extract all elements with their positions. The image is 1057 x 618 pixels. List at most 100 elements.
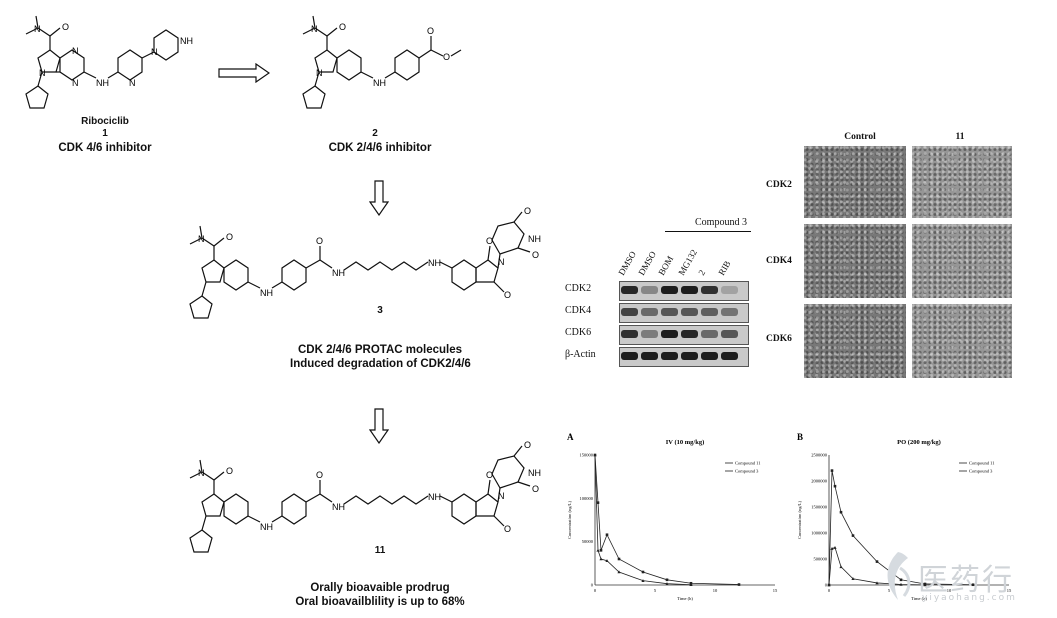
blot-lane-label: 2: [696, 268, 708, 277]
chart-data-point: [851, 577, 855, 581]
linker-amide-oxygen: O: [316, 236, 323, 246]
phthalimide-nitrogen: N: [498, 491, 505, 501]
chart-data-point: [665, 578, 669, 582]
blot-band: [621, 286, 638, 294]
chart-legend-label: Compound 3: [969, 469, 993, 474]
amide-oxygen: O: [62, 22, 69, 32]
glutarimide-oxygen: O: [524, 206, 531, 216]
chart-data-point: [641, 570, 645, 574]
chart-data-point: [833, 545, 837, 549]
chart-data-point: [827, 583, 831, 587]
ihc-tissue-image: [804, 224, 906, 298]
chart-legend-label: Compound 11: [735, 461, 760, 466]
ihc-tissue-image: [804, 146, 906, 218]
amine-nh: NH: [260, 522, 273, 532]
amine-nh: NH: [260, 288, 273, 298]
glutarimide-oxygen-2: O: [532, 484, 539, 494]
pyrimidine-nitrogen: N: [72, 46, 79, 56]
chart-x-tick-label: 10: [947, 588, 952, 593]
chart-data-point: [605, 559, 609, 563]
chart-y-tick-label: 150000: [580, 453, 594, 458]
chart-x-tick-label: 15: [773, 588, 778, 593]
linker-amide-oxygen: O: [316, 470, 323, 480]
chart-x-tick-label: 10: [713, 588, 718, 593]
hollow-down-arrow-icon: [369, 180, 389, 216]
blot-band: [661, 330, 678, 338]
chart-data-point: [830, 547, 834, 550]
chart-data-point: [599, 557, 603, 561]
chart-series-line: [594, 454, 740, 585]
blot-band: [681, 308, 698, 316]
compound-11-caption-line2: Oral bioavailblility is up to 68%: [295, 596, 465, 608]
aniline-nh: NH: [428, 258, 441, 268]
phthalimide-oxygen-2: O: [504, 290, 511, 300]
blot-band: [701, 308, 718, 316]
chart-y-tick-label: 1000000: [811, 531, 828, 536]
chart-data-point: [665, 582, 669, 585]
amide-oxygen: O: [226, 466, 233, 476]
chart-x-axis-label: Time (h): [911, 596, 927, 601]
chart-x-tick-label: 15: [1007, 588, 1012, 593]
chart-title: IV (10 mg/kg): [666, 439, 705, 446]
chart-x-tick-label: 0: [828, 588, 831, 593]
blot-lane-label: DMSO: [616, 249, 639, 277]
blot-lane-label: BOM: [656, 254, 676, 277]
ihc-tissue-image: [912, 146, 1012, 218]
ester-carbonyl-oxygen: O: [427, 26, 434, 36]
chart-data-point: [875, 560, 879, 563]
chart-data-point: [689, 583, 693, 587]
chart-x-tick-label: 5: [888, 588, 891, 593]
chart-y-tick-label: 2000000: [811, 479, 828, 484]
ribociclib-name: Ribociclib: [81, 116, 129, 127]
compound-2-number: 2: [372, 128, 378, 139]
ihc-tissue-image: [912, 304, 1012, 378]
chart-data-point: [839, 565, 843, 569]
blot-lane-label: MG132: [676, 247, 700, 277]
chart-data-point: [971, 583, 975, 587]
blot-group-bracket: [665, 231, 751, 232]
compound-11-structure: O N NH O NH NH O O N O NH O: [172, 440, 552, 580]
chart-y-tick-label: 100000: [580, 496, 594, 501]
pyrimidine-nitrogen-2: N: [72, 78, 79, 88]
chart-data-point: [875, 581, 879, 585]
phthalimide-oxygen: O: [486, 470, 493, 480]
chart-y-tick-label: 50000: [582, 539, 594, 544]
chart-y-tick-label: 0: [591, 583, 594, 588]
chart-data-point: [851, 534, 855, 537]
chart-y-axis-label: Concentration (ng/L): [567, 500, 572, 539]
hollow-down-arrow-icon: [369, 408, 389, 444]
ester-oxygen: O: [443, 52, 450, 62]
amine-nh: NH: [96, 78, 109, 88]
ribociclib-number: 1: [102, 128, 108, 139]
chart-legend-label: Compound 3: [735, 469, 759, 474]
blot-band: [621, 330, 638, 338]
chart-y-axis-label: Concentration (ng/L): [797, 500, 802, 539]
linker-amide-nh: NH: [332, 268, 345, 278]
aniline-nh: NH: [428, 492, 441, 502]
blot-band: [681, 286, 698, 294]
chart-panel-letter: A: [567, 432, 574, 442]
blot-band: [661, 352, 678, 360]
blot-band: [641, 352, 658, 360]
blot-row-label: β-Actin: [565, 349, 596, 360]
compound-2-structure: O N N NH O O: [285, 10, 485, 130]
ihc-row-cdk2: CDK2: [766, 180, 792, 190]
ribociclib-caption: CDK 4/6 inhibitor: [58, 142, 152, 154]
blot-band: [721, 352, 738, 360]
chart-data-point: [830, 469, 834, 472]
chart-data-point: [839, 510, 843, 514]
ihc-column-control: Control: [844, 132, 876, 142]
amide-nitrogen: N: [311, 24, 318, 34]
watermark-chinese: 医药行: [918, 563, 1014, 598]
compound-3-structure: O N NH O NH NH O O N O NH O: [172, 206, 552, 338]
hollow-right-arrow-icon: [218, 63, 270, 83]
chart-data-point: [605, 533, 609, 537]
chart-data-point: [899, 582, 903, 586]
blot-row-label: CDK2: [565, 283, 592, 294]
blot-band: [721, 330, 738, 338]
chart-data-point: [599, 549, 603, 552]
compound-2-caption: CDK 2/4/6 inhibitor: [328, 142, 432, 154]
chart-data-point: [596, 548, 600, 552]
blot-band: [721, 308, 738, 316]
